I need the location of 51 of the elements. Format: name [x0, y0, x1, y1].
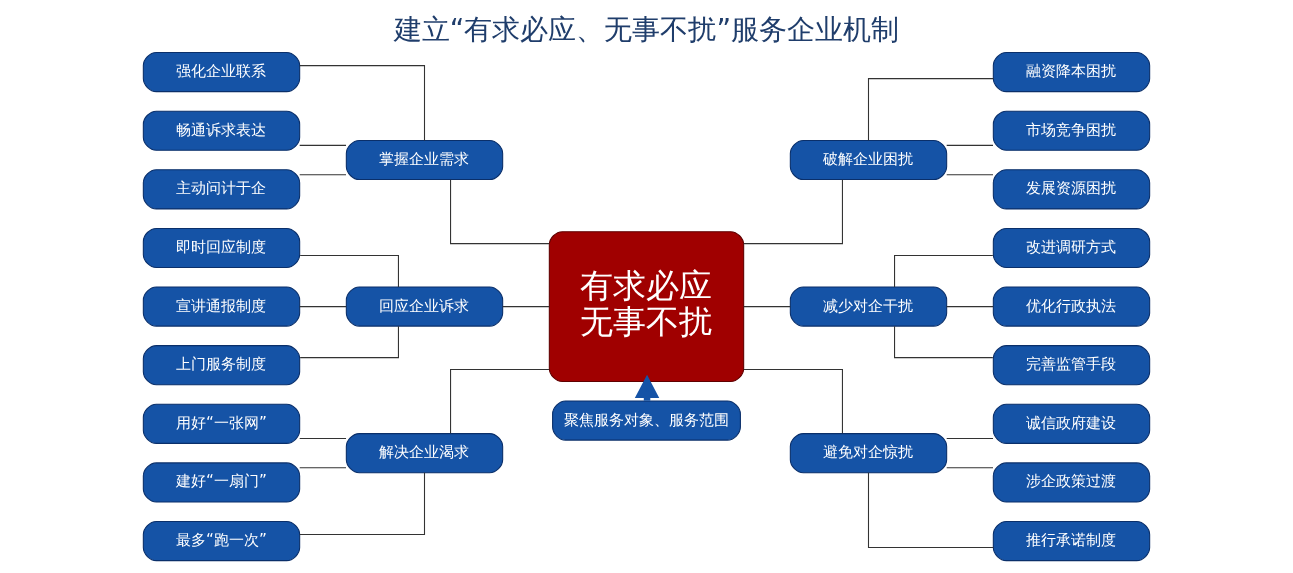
node-box: 强化企业联系	[142, 52, 301, 93]
connector	[867, 472, 994, 549]
node-box: 破解企业困扰	[789, 139, 948, 181]
connector	[299, 174, 347, 176]
connector	[299, 65, 426, 141]
node-box: 聚焦服务对象、服务范围	[552, 400, 741, 441]
connector	[502, 306, 550, 308]
node-box: 宣讲通报制度	[142, 286, 301, 327]
node-box: 市场竞争困扰	[992, 110, 1151, 151]
node-box: 融资降本困扰	[992, 52, 1151, 93]
node-box: 诚信政府建设	[992, 403, 1151, 444]
connector	[299, 325, 399, 359]
node-box: 主动问计于企	[142, 169, 301, 210]
node-box: 最多“跑一次”	[142, 520, 301, 562]
connector	[299, 467, 347, 469]
node-box: 推行承诺制度	[992, 520, 1151, 562]
node-box: 建好“一扇门”	[142, 462, 301, 503]
connector	[299, 472, 426, 536]
connector	[946, 144, 994, 146]
connector	[299, 144, 347, 146]
node-box: 上门服务制度	[142, 345, 301, 386]
connector	[946, 467, 994, 469]
node-box: 涉企政策过渡	[992, 462, 1151, 503]
connector	[743, 179, 843, 245]
node-box: 有求必应 无事不扰	[548, 231, 745, 383]
connector	[946, 306, 994, 308]
connector	[743, 306, 791, 308]
node-box: 完善监管手段	[992, 345, 1151, 386]
connector	[450, 369, 550, 434]
connector	[743, 369, 843, 434]
connector	[894, 255, 994, 288]
connector	[299, 437, 347, 440]
node-box: 改进调研方式	[992, 227, 1151, 269]
connector	[450, 179, 550, 245]
node-box: 解决企业渴求	[345, 433, 504, 474]
node-box: 减少对企干扰	[789, 286, 948, 327]
node-box: 用好“一张网”	[142, 403, 301, 444]
node-box: 掌握企业需求	[345, 139, 504, 181]
node-box: 即时回应制度	[142, 227, 301, 269]
node-box: 优化行政执法	[992, 286, 1151, 327]
connector	[299, 306, 347, 308]
diagram-title: 建立“有求必应、无事不扰”服务企业机制	[393, 13, 900, 47]
node-box: 避免对企惊扰	[789, 433, 948, 474]
connector	[299, 255, 399, 288]
node-box: 畅通诉求表达	[142, 110, 301, 151]
connector	[894, 325, 994, 359]
connector	[867, 78, 994, 141]
connector	[946, 437, 994, 440]
connector	[946, 174, 994, 176]
node-box: 回应企业诉求	[345, 286, 504, 327]
node-box: 发展资源困扰	[992, 169, 1151, 210]
